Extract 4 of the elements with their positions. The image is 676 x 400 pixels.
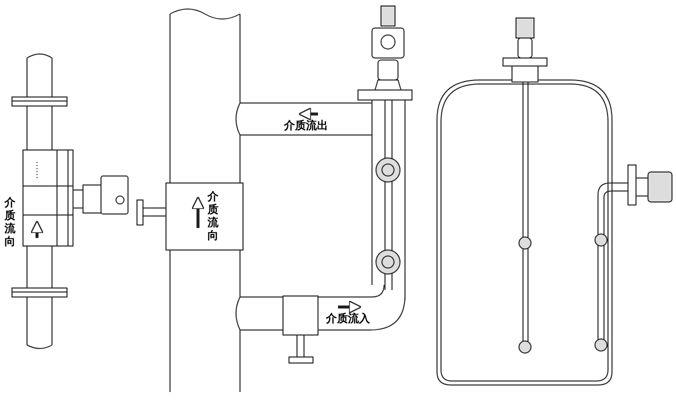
flow-label: 介质流向 xyxy=(207,190,219,242)
flow-label: 介质流出 xyxy=(284,120,328,132)
flow-label: 介质流入 xyxy=(326,313,370,326)
flow-label: 介质流向 xyxy=(4,196,16,248)
